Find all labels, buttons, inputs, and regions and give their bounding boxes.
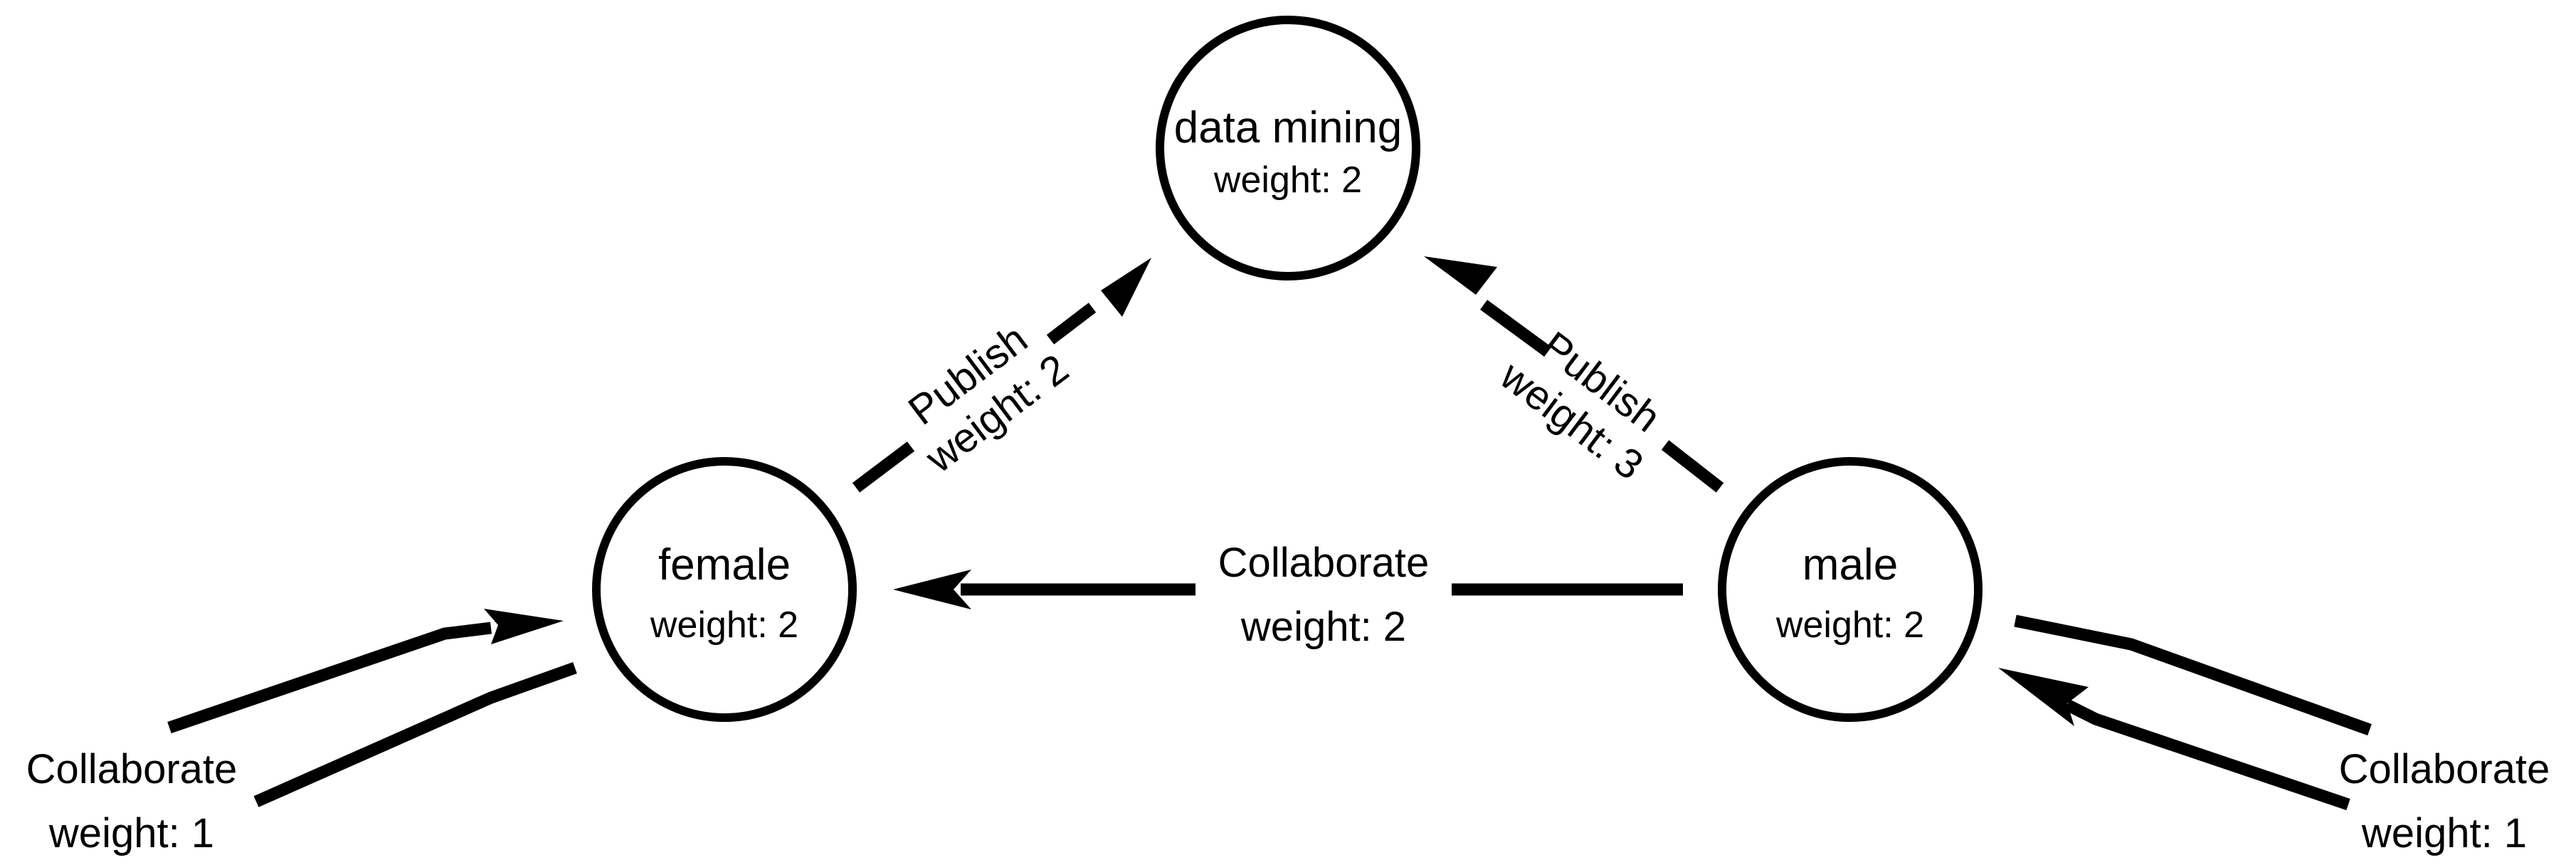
node-weight: weight: 2 [1775,604,1924,646]
edge-line [2064,699,2350,811]
node-male[interactable]: male weight: 2 [1718,457,1983,722]
edge-male-self-collaborate: Collaborate weight: 1 [1998,614,2550,856]
arrow-head [1998,668,2089,726]
node-weight: weight: 2 [650,604,798,646]
edge-line [852,441,915,493]
arrow-head [1101,258,1151,317]
edge-relation-label: Collaborate [26,746,238,792]
node-name: data mining [1174,103,1403,152]
arrow-head [484,609,564,644]
node-name: male [1802,540,1898,589]
node-name: female [658,540,791,589]
edge-line [167,622,492,734]
edge-line [253,661,577,807]
edge-line [2014,614,2372,736]
node-circle [592,457,857,722]
edge-male-collaborate-female: Collaborate weight: 2 [893,540,1683,650]
edge-line [1046,303,1097,345]
node-circle [1156,16,1420,281]
edge-weight-label: weight: 1 [2361,810,2527,856]
edge-line [1479,300,1552,357]
node-weight: weight: 2 [1213,159,1362,201]
node-circle [1718,457,1983,722]
edge-female-self-collaborate: Collaborate weight: 1 [26,609,577,856]
edge-female-publish-data-mining: Publish weight: 2 [852,258,1151,493]
edge-relation-label: Collaborate [2339,746,2550,792]
edge-line [1661,440,1724,493]
node-female[interactable]: female weight: 2 [592,457,857,722]
arrow-head [1424,256,1497,295]
edge-male-publish-data-mining: Publish weight: 3 [1424,256,1724,493]
edge-relation-label: Collaborate [1218,540,1430,586]
edge-weight-label: weight: 2 [1240,604,1406,650]
node-data-mining[interactable]: data mining weight: 2 [1156,16,1420,281]
edge-weight-label: weight: 1 [48,810,214,856]
arrow-head [893,570,971,609]
